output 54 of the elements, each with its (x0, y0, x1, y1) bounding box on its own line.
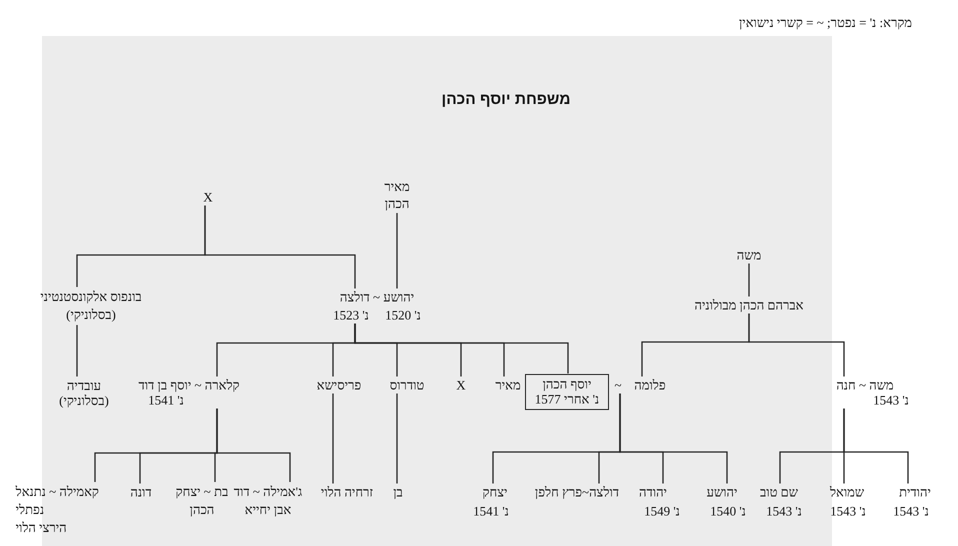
tree-line (332, 394, 334, 484)
person-name: יהושע (706, 484, 738, 500)
person-name: שם טוב (760, 484, 798, 500)
tree-line (748, 314, 845, 376)
couple-names: ג'אמילה ~ דוד אבן יחייא (233, 483, 303, 519)
couple-names: קלארה ~ יוסף בן דוד (138, 378, 240, 392)
couple-names: בת ~ יצחק הכהן (174, 483, 230, 519)
tree-line (354, 324, 569, 374)
person-name: אברהם הכהן מבולוניה (694, 298, 804, 312)
death-year: נ' 1540 (710, 504, 746, 518)
couple-names: יהושע ~ דולצה (340, 290, 414, 304)
death-year: נ' 1520 (385, 308, 421, 322)
death-year: נ' 1543 (873, 392, 909, 408)
tree-line (216, 408, 291, 482)
diagram-title: משפחת יוסף הכהן (442, 90, 570, 110)
unknown-name: X (456, 378, 466, 392)
tree-line (843, 408, 909, 484)
couple-names: קאמילה ~ נתנאל נפתלי הירצי הלוי (16, 483, 100, 537)
death-year: נ' 1543 (830, 504, 866, 518)
person-name: טודרוס (390, 378, 424, 392)
couple-names: משה ~ חנה (836, 378, 894, 392)
person-name: בונפוס אלקונסטנטיני (בסלוניקי) (40, 288, 142, 324)
tree-line (76, 325, 78, 376)
person-name: מאיר הכהן (384, 178, 410, 212)
marriage-tilde: ~ (614, 378, 622, 392)
person-name: יהודה (639, 484, 667, 500)
person-name: עובדיה (בסלוניקי) (58, 378, 110, 408)
death-year: נ' 1549 (644, 504, 680, 518)
death-year: נ' 1541 (148, 392, 184, 408)
death-year: נ' אחרי 1577 (534, 392, 600, 406)
death-year: נ' 1543 (766, 504, 802, 518)
person-name: יוסף הכהן (542, 376, 592, 392)
person-name: יהודית (899, 484, 931, 500)
highlighted-box (524, 374, 610, 410)
death-year: נ' 1543 (893, 504, 929, 518)
person-name: שמואל (830, 484, 864, 500)
person-name: זרחיה הלוי (320, 484, 374, 500)
person-name: דונה (130, 484, 152, 500)
unknown-name: X (203, 190, 213, 204)
tree-line (748, 264, 750, 296)
person-name: יצחק (482, 484, 508, 500)
tree-line (396, 213, 398, 288)
tree-line (619, 394, 728, 484)
person-name: מאיר (495, 378, 521, 392)
person-name: פריסישא (316, 378, 362, 392)
person-name: משה (736, 248, 762, 262)
tree-line (204, 206, 356, 288)
death-year: נ' 1541 (473, 504, 509, 518)
couple-names: דולצה~פרץ חלפן (534, 484, 620, 500)
death-year: נ' 1523 (333, 308, 369, 322)
tree-line (396, 394, 398, 484)
person-name: פלומה (634, 378, 666, 392)
legend-note: מקרא: נ' = נפטר; ~ = קשרי נישואין (738, 15, 912, 31)
person-name: בן (393, 484, 403, 500)
